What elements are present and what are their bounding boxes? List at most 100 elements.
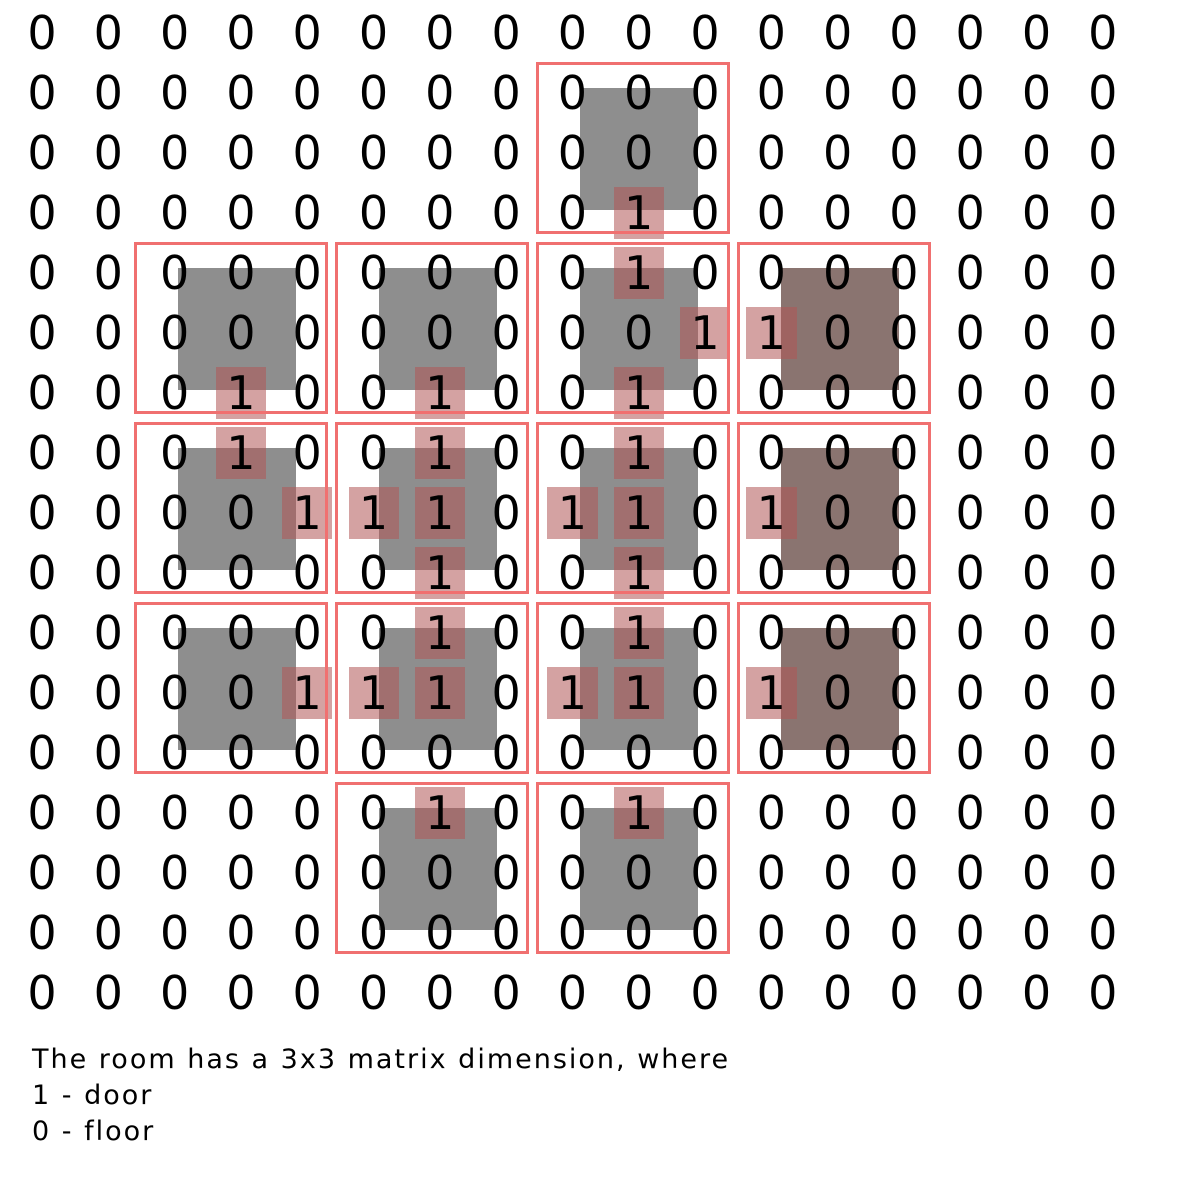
floor-cell: 0 <box>889 486 919 540</box>
floor-cell: 0 <box>756 606 786 660</box>
floor-cell: 0 <box>27 546 57 600</box>
floor-cell: 0 <box>822 126 853 180</box>
floor-cell: 0 <box>425 846 455 900</box>
floor-cell: 0 <box>557 246 588 300</box>
floor-cell: 0 <box>1021 126 1052 180</box>
floor-cell: 0 <box>889 366 919 420</box>
floor-cell: 0 <box>93 486 123 540</box>
floor-cell: 0 <box>358 6 389 60</box>
floor-cell: 0 <box>226 726 256 780</box>
floor-cell: 0 <box>955 786 985 840</box>
room-frame <box>536 242 730 414</box>
floor-cell: 0 <box>491 366 521 420</box>
corridor-segment <box>282 487 333 539</box>
floor-cell: 0 <box>955 486 985 540</box>
door-cell: 1 <box>425 546 455 600</box>
floor-cell: 0 <box>226 846 256 900</box>
floor-cell: 0 <box>93 786 123 840</box>
floor-cell: 0 <box>491 246 521 300</box>
floor-cell: 0 <box>624 726 654 780</box>
floor-cell: 0 <box>1021 66 1052 120</box>
floor-cell: 0 <box>292 786 322 840</box>
floor-cell: 0 <box>624 306 654 360</box>
floor-cell: 0 <box>690 186 720 240</box>
floor-cell: 0 <box>756 786 786 840</box>
floor-cell: 0 <box>159 486 190 540</box>
floor-cell: 0 <box>822 246 853 300</box>
floor-cell: 0 <box>27 606 57 660</box>
floor-cell: 0 <box>1021 366 1052 420</box>
floor-cell: 0 <box>159 726 190 780</box>
floor-cell: 0 <box>27 846 57 900</box>
room-floor <box>781 628 899 750</box>
floor-cell: 0 <box>1021 846 1052 900</box>
floor-cell: 0 <box>226 666 256 720</box>
door-cell: 1 <box>226 426 256 480</box>
floor-cell: 0 <box>690 786 720 840</box>
floor-cell: 0 <box>690 486 720 540</box>
floor-cell: 0 <box>1021 186 1052 240</box>
floor-cell: 0 <box>624 126 654 180</box>
door-cell: 1 <box>292 486 322 540</box>
floor-cell: 0 <box>159 306 190 360</box>
floor-cell: 0 <box>1021 606 1052 660</box>
floor-cell: 0 <box>557 546 588 600</box>
floor-cell: 0 <box>889 246 919 300</box>
floor-cell: 0 <box>690 606 720 660</box>
corridor-segment <box>746 307 797 359</box>
floor-cell: 0 <box>889 426 919 480</box>
floor-cell: 0 <box>491 666 521 720</box>
corridor-segment <box>613 787 664 839</box>
floor-cell: 0 <box>292 846 322 900</box>
floor-cell: 0 <box>1088 726 1118 780</box>
floor-cell: 0 <box>756 66 786 120</box>
floor-cell: 0 <box>624 906 654 960</box>
floor-cell: 0 <box>358 726 389 780</box>
room-frame <box>335 422 529 594</box>
corridor-segment <box>613 607 664 659</box>
floor-cell: 0 <box>226 966 256 1020</box>
floor-cell: 0 <box>690 6 720 60</box>
floor-cell: 0 <box>159 66 190 120</box>
room-frame <box>335 782 529 954</box>
corridor-segment <box>414 367 466 419</box>
floor-cell: 0 <box>889 546 919 600</box>
floor-cell: 0 <box>292 966 322 1020</box>
floor-cell: 0 <box>491 486 521 540</box>
floor-cell: 0 <box>822 606 853 660</box>
corridor-segment <box>414 787 466 839</box>
floor-cell: 0 <box>690 366 720 420</box>
floor-cell: 0 <box>358 126 389 180</box>
corridor-segment <box>414 427 466 479</box>
floor-cell: 0 <box>358 306 389 360</box>
floor-cell: 0 <box>358 186 389 240</box>
corridor-segment <box>613 667 664 719</box>
corridor-segment <box>746 487 797 539</box>
room-frame <box>134 602 328 774</box>
floor-cell: 0 <box>889 966 919 1020</box>
floor-cell: 0 <box>425 186 455 240</box>
floor-cell: 0 <box>1021 666 1052 720</box>
floor-cell: 0 <box>822 786 853 840</box>
corridor-segment <box>414 607 466 659</box>
floor-cell: 0 <box>159 786 190 840</box>
floor-cell: 0 <box>1088 486 1118 540</box>
floor-cell: 0 <box>226 606 256 660</box>
floor-cell: 0 <box>358 846 389 900</box>
floor-cell: 0 <box>822 906 853 960</box>
corridor-segment <box>348 487 399 539</box>
floor-cell: 0 <box>889 6 919 60</box>
door-cell: 1 <box>425 786 455 840</box>
floor-cell: 0 <box>889 726 919 780</box>
floor-cell: 0 <box>1021 426 1052 480</box>
door-cell: 1 <box>624 186 654 240</box>
floor-cell: 0 <box>226 486 256 540</box>
floor-cell: 0 <box>491 426 521 480</box>
floor-cell: 0 <box>955 966 985 1020</box>
floor-cell: 0 <box>955 246 985 300</box>
floor-cell: 0 <box>756 966 786 1020</box>
floor-cell: 0 <box>292 246 322 300</box>
floor-cell: 0 <box>27 906 57 960</box>
floor-cell: 0 <box>159 846 190 900</box>
